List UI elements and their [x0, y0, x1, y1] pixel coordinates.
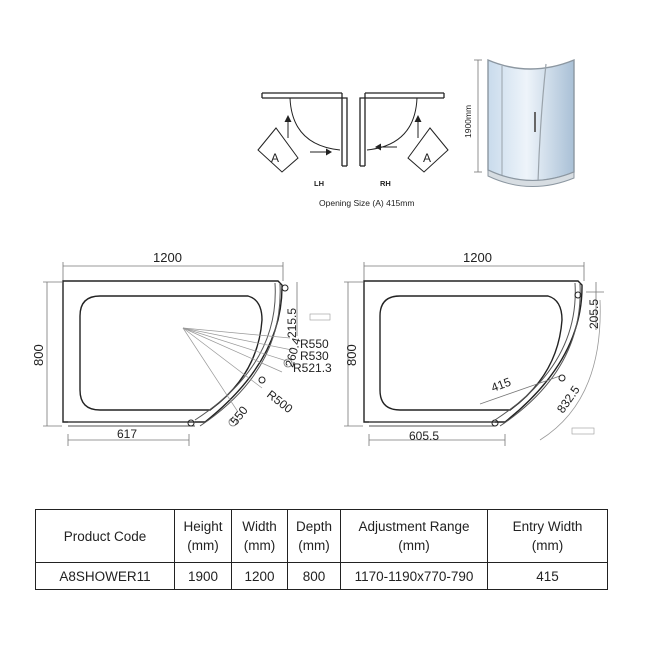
value-product-code: A8SHOWER11	[35, 562, 175, 590]
value-depth: 800	[287, 562, 341, 590]
right-corner-dim: 205.5	[587, 299, 601, 329]
value-width: 1200	[231, 562, 288, 590]
left-plan-view	[43, 262, 331, 446]
value-entry-width: 415	[487, 562, 608, 590]
spec-table: Product Code Height(mm) Width(mm) Depth(…	[35, 509, 608, 590]
rh-top-view	[359, 92, 449, 173]
left-dim-r500: R500	[264, 387, 295, 416]
right-arc-dim: 832.5	[554, 383, 583, 416]
rh-label: RH	[380, 179, 391, 188]
left-dim-r530: R530	[300, 349, 329, 363]
right-depth-dim: 800	[344, 344, 359, 366]
opening-size-caption: Opening Size (A) 415mm	[319, 198, 414, 208]
left-depth-dim: 800	[31, 344, 46, 366]
lh-top-view	[257, 92, 348, 173]
header-adjustment-range: Adjustment Range(mm)	[340, 509, 488, 563]
right-plan-view	[344, 262, 604, 446]
enclosure-elevation	[474, 58, 575, 187]
lh-label: LH	[314, 179, 324, 188]
spec-value-row: A8SHOWER11 1900 1200 800 1170-1190x770-7…	[35, 562, 608, 590]
value-height: 1900	[174, 562, 232, 590]
left-dim-r550: R550	[300, 337, 329, 351]
left-corner-dim: 215.5	[285, 308, 299, 338]
right-opening-dim: 415	[489, 375, 513, 395]
header-height: Height(mm)	[174, 509, 232, 563]
elevation-height-label: 1900mm	[463, 105, 473, 138]
lh-opening-marker: A	[271, 151, 279, 165]
right-bottom-dim: 605.5	[409, 429, 439, 443]
value-adjustment-range: 1170-1190x770-790	[340, 562, 488, 590]
header-width: Width(mm)	[231, 509, 288, 563]
header-depth: Depth(mm)	[287, 509, 341, 563]
left-dim-550: 550	[227, 403, 251, 428]
left-dim-r521: R521.3	[293, 361, 332, 375]
right-width-dim: 1200	[463, 250, 492, 265]
left-bottom-dim: 617	[117, 427, 137, 441]
technical-drawing: A LH A RH Opening Size (A) 415mm 1900mm	[31, 58, 604, 446]
left-width-dim: 1200	[153, 250, 182, 265]
spec-header-row: Product Code Height(mm) Width(mm) Depth(…	[35, 509, 608, 563]
rh-opening-marker: A	[423, 151, 431, 165]
header-product-code: Product Code	[35, 509, 175, 563]
header-entry-width: Entry Width(mm)	[487, 509, 608, 563]
